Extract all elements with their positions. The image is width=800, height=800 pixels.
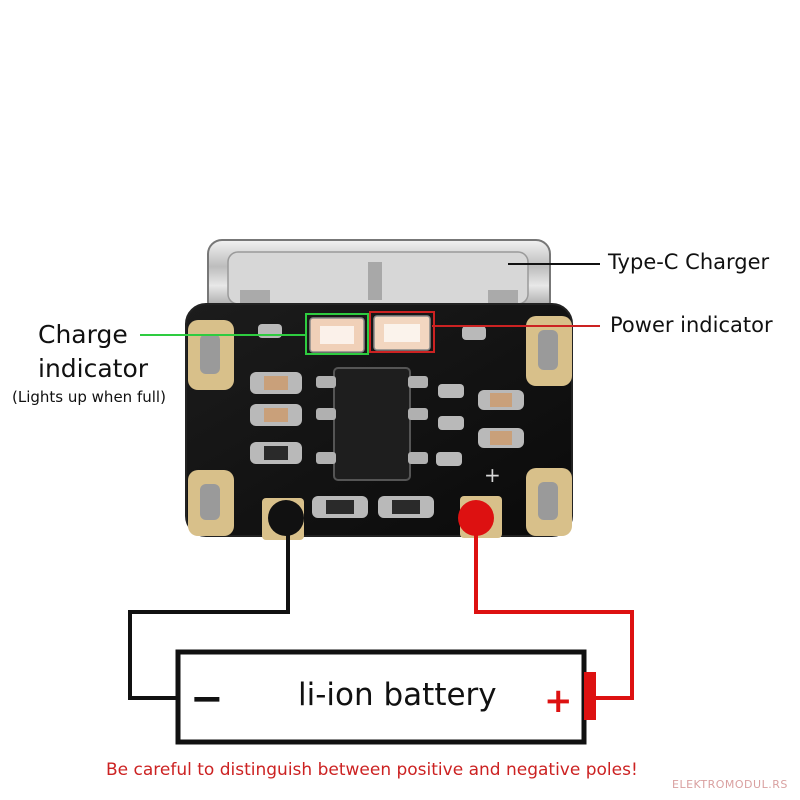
positive-wire <box>474 518 634 700</box>
negative-solder-dot <box>268 500 304 536</box>
battery: − + <box>175 649 596 745</box>
negative-wire <box>128 518 290 700</box>
pcb-plus-mark: + <box>484 463 501 487</box>
positive-solder-dot <box>458 500 494 536</box>
battery-minus: − <box>190 676 224 722</box>
polarity-warning: Be careful to distinguish between positi… <box>106 760 638 780</box>
type-c-connector <box>207 239 551 317</box>
power-indicator-label: Power indicator <box>610 313 773 337</box>
battery-terminal <box>584 672 596 720</box>
battery-label: li-ion battery <box>298 677 497 713</box>
watermark: ELEKTROMODUL.RS <box>672 778 788 791</box>
battery-plus: + <box>544 681 573 721</box>
capacitor-group-left <box>250 372 434 518</box>
power-led-marker <box>369 311 435 353</box>
charge-indicator-label-line1: Charge <box>38 320 128 349</box>
charge-indicator-label-line2: indicator <box>38 354 149 383</box>
charger-ic <box>333 367 411 481</box>
type-c-label: Type-C Charger <box>608 250 770 274</box>
capacitor-group-right <box>258 324 524 466</box>
pcb-board: + <box>185 303 573 540</box>
charge-indicator-note: (Lights up when full) <box>12 388 166 406</box>
